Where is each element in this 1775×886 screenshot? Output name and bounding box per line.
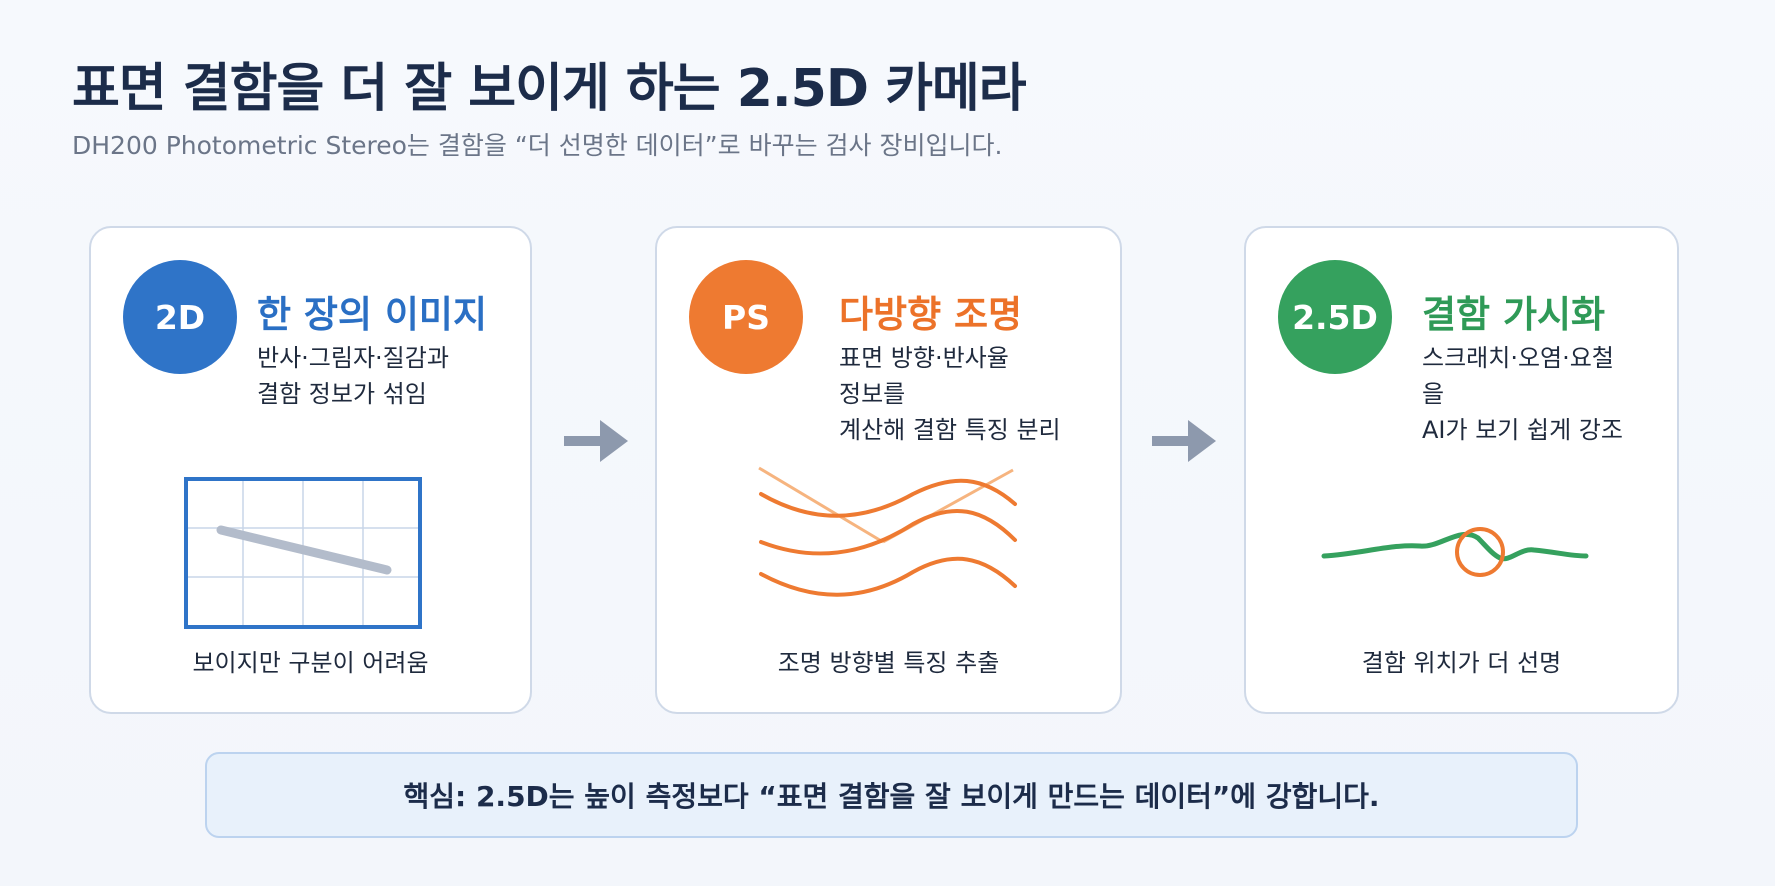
- card-ps-caption: 조명 방향별 특징 추출: [777, 649, 1000, 677]
- defect-highlight-circle: [1455, 527, 1505, 577]
- card-ps: PS 다방향 조명 표면 방향·반사율 정보를 계산해 결함 특징 분리 조명 …: [655, 226, 1122, 714]
- card-25d: 2.5D 결함 가시화 스크래치·오염·요철 을 AI가 보기 쉽게 강조 결함…: [1244, 226, 1679, 714]
- page-title: 표면 결함을 더 잘 보이게 하는 2.5D 카메라: [72, 59, 1027, 119]
- arrow-right-icon: [1152, 420, 1216, 462]
- page-subtitle: DH200 Photometric Stereo는 결함을 “더 선명한 데이터…: [72, 131, 1003, 160]
- card-25d-heading: 결함 가시화: [1422, 293, 1606, 336]
- card-2d-desc-line-2: 결함 정보가 섞임: [257, 380, 427, 408]
- key-takeaway-callout: 핵심: 2.5D는 높이 측정보다 “표면 결함을 잘 보이게 만드는 데이터”…: [205, 752, 1578, 838]
- card-ps-heading: 다방향 조명: [839, 293, 1023, 336]
- arrow-right-icon: [564, 420, 628, 462]
- badge-ps: PS: [689, 260, 803, 374]
- card-2d-desc-line-1: 반사·그림자·질감과: [257, 344, 449, 372]
- card-2d-heading: 한 장의 이미지: [257, 293, 488, 336]
- card-25d-desc-line-1: 스크래치·오염·요철: [1422, 344, 1614, 372]
- defect-profile-icon: [1321, 527, 1589, 577]
- card-ps-description: 표면 방향·반사율 정보를 계산해 결함 특징 분리: [839, 340, 1061, 448]
- badge-2d: 2D: [123, 260, 237, 374]
- scratch-mark: [216, 525, 392, 575]
- multi-light-waves-icon: [758, 466, 1017, 597]
- card-2d-description: 반사·그림자·질감과 결함 정보가 섞임: [257, 340, 449, 412]
- grid-image-icon: [184, 477, 422, 629]
- card-2d: 2D 한 장의 이미지 반사·그림자·질감과 결함 정보가 섞임 보이지만 구분…: [89, 226, 532, 714]
- card-25d-caption: 결함 위치가 더 선명: [1361, 649, 1562, 677]
- card-25d-desc-line-3: AI가 보기 쉽게 강조: [1422, 416, 1623, 444]
- badge-25d: 2.5D: [1278, 260, 1392, 374]
- card-ps-desc-line-3: 계산해 결함 특징 분리: [839, 416, 1061, 444]
- card-25d-desc-line-2: 을: [1422, 380, 1445, 408]
- card-25d-description: 스크래치·오염·요철 을 AI가 보기 쉽게 강조: [1422, 340, 1623, 448]
- card-ps-desc-line-1: 표면 방향·반사율: [839, 344, 1009, 372]
- card-2d-caption: 보이지만 구분이 어려움: [192, 649, 429, 677]
- card-ps-desc-line-2: 정보를: [839, 380, 906, 408]
